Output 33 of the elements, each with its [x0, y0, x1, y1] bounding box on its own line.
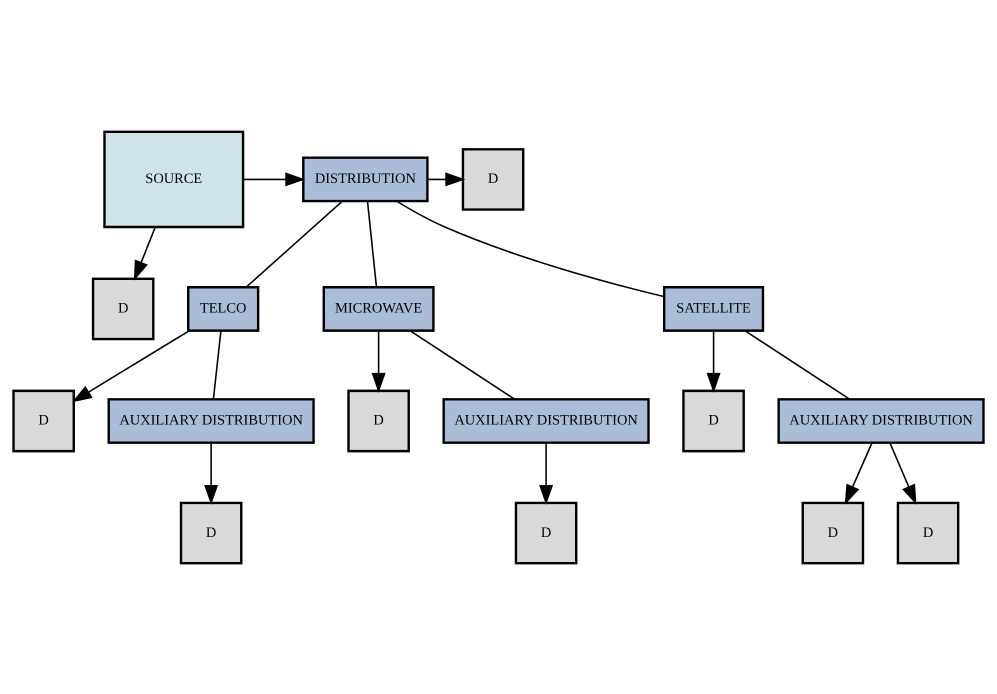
arrow: [539, 442, 554, 504]
connector: [396, 200, 664, 297]
node-box: AUXILIARY DISTRIBUTION: [442, 398, 650, 444]
arrow: [428, 172, 466, 186]
node-box: AUXILIARY DISTRIBUTION: [777, 398, 985, 444]
node-box: D: [347, 389, 410, 452]
node-box: AUXILIARY DISTRIBUTION: [108, 398, 315, 444]
node-box: D: [12, 389, 75, 452]
node-box: D: [896, 501, 960, 564]
connector: [744, 330, 850, 400]
arrow: [372, 330, 386, 392]
arrow: [243, 172, 306, 186]
arrow: [134, 226, 156, 280]
arrow: [706, 330, 721, 392]
node-box: TELCO: [187, 286, 260, 332]
connector: [366, 201, 378, 287]
node-box: SATELLITE: [662, 286, 764, 332]
node-box: SOURCE: [103, 130, 244, 228]
node-box: D: [514, 501, 578, 564]
node-box: D: [802, 501, 864, 564]
connector: [212, 330, 222, 399]
arrow: [204, 442, 218, 504]
node-box: D: [682, 389, 745, 452]
connector: [246, 200, 343, 288]
node-box: D: [180, 501, 242, 564]
arrow: [844, 442, 873, 504]
node-box: D: [462, 148, 524, 210]
arrow: [889, 442, 916, 504]
node-box: D: [92, 277, 154, 340]
node-box: DISTRIBUTION: [302, 156, 429, 202]
connector: [410, 330, 516, 400]
arrow: [72, 330, 190, 402]
node-box: MICROWAVE: [322, 286, 435, 332]
